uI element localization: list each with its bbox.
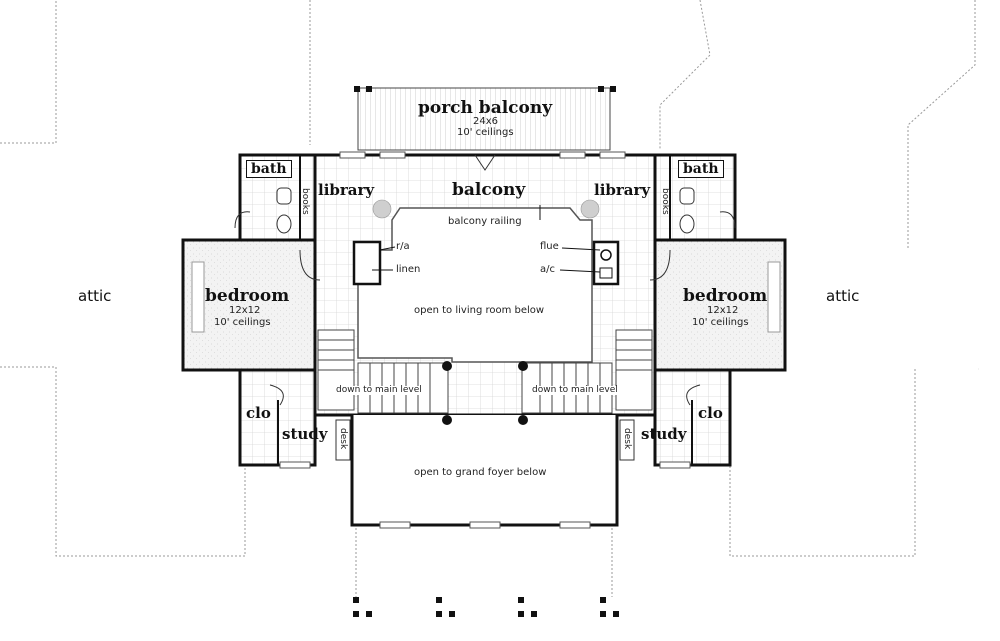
down-left-label: down to main level	[336, 385, 422, 395]
linen-closet	[352, 240, 382, 286]
stair-posts	[442, 361, 528, 425]
flue-ac-box	[592, 240, 620, 286]
library-left-label: library	[318, 181, 375, 199]
bedroom-right-label: bedroom	[683, 286, 768, 306]
attic-left-label: attic	[78, 287, 112, 305]
bath-right-label: bath	[678, 160, 724, 178]
porch-balcony-label: porch balcony	[418, 98, 553, 118]
plant-decor	[372, 199, 600, 219]
open-to-foyer-area	[352, 415, 617, 525]
study-left-label: study	[282, 425, 328, 443]
bedroom-left-ceiling: 10' ceilings	[214, 317, 271, 328]
bedroom-left-label: bedroom	[205, 286, 290, 306]
open-foyer-label: open to grand foyer below	[414, 467, 547, 478]
bath-left-label: bath	[246, 160, 292, 178]
attic-right-label: attic	[826, 287, 860, 305]
balcony-label: balcony	[452, 180, 526, 200]
bedroom-right-ceiling: 10' ceilings	[692, 317, 749, 328]
library-right-label: library	[594, 181, 651, 199]
desk-left-label: desk	[338, 428, 348, 450]
desk-right-label: desk	[622, 428, 632, 450]
left-wing	[181, 153, 351, 467]
balcony-railing-label: balcony railing	[448, 216, 522, 227]
clo-right-label: clo	[698, 404, 723, 422]
clo-left-label: clo	[246, 404, 271, 422]
flue-label: flue	[540, 241, 559, 252]
bedroom-right-size: 12x12	[707, 305, 739, 316]
down-right-label: down to main level	[532, 385, 618, 395]
open-living-label: open to living room below	[414, 305, 545, 316]
bedroom-left-size: 12x12	[229, 305, 261, 316]
ac-label: a/c	[540, 264, 555, 275]
porch-balcony-ceiling: 10' ceilings	[457, 127, 514, 138]
books-left-label: books	[300, 188, 310, 215]
porch-posts	[353, 597, 619, 617]
right-wing	[619, 153, 787, 467]
linen-label: linen	[396, 264, 421, 275]
ra-label: r/a	[396, 241, 410, 252]
porch-balcony-size: 24x6	[473, 116, 499, 127]
roof-outline	[0, 0, 976, 557]
books-right-label: books	[660, 188, 670, 215]
porch-balcony-deck	[357, 87, 611, 151]
open-to-living-area	[357, 207, 593, 363]
study-right-label: study	[641, 425, 687, 443]
